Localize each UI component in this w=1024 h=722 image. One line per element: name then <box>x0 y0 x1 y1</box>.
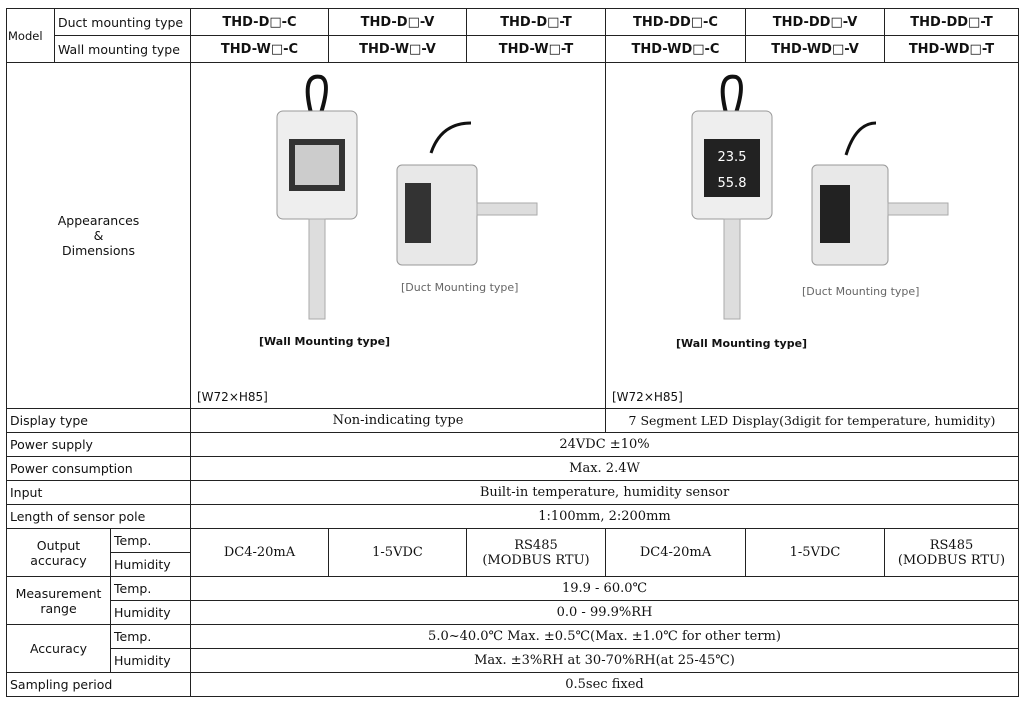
duct-mounting-label: Duct mounting type <box>54 8 191 36</box>
model-cell: THD-WD□-C <box>605 35 746 63</box>
sensor-pole-label: Length of sensor pole <box>6 504 191 529</box>
appearance-led-display: 23.5 55.8 [Duct Mounting type] [Wall Mou… <box>605 62 1019 409</box>
accuracy-label: Accuracy <box>6 624 111 673</box>
dimension-label: [W72×H85] <box>612 390 683 404</box>
model-cell: THD-WD□-V <box>745 35 885 63</box>
output-value: 1-5VDC <box>745 528 885 577</box>
appearance-label: Appearances&Dimensions <box>6 62 191 409</box>
measurement-temp-value: 19.9 - 60.0℃ <box>190 576 1019 601</box>
model-label: Model <box>6 8 55 63</box>
model-cell: THD-DD□-C <box>605 8 746 36</box>
accuracy-temp-value: 5.0~40.0℃ Max. ±0.5℃(Max. ±1.0℃ for othe… <box>190 624 1019 649</box>
svg-text:23.5: 23.5 <box>718 150 747 165</box>
accuracy-humidity-value: Max. ±3%RH at 30-70%RH(at 25-45℃) <box>190 648 1019 673</box>
model-cell: THD-D□-C <box>190 8 329 36</box>
output-value: 1-5VDC <box>328 528 467 577</box>
output-humidity-label: Humidity <box>110 552 191 577</box>
svg-text:55.8: 55.8 <box>718 176 747 191</box>
wall-caption: [Wall Mounting type] <box>676 337 808 350</box>
power-supply-value: 24VDC ±10% <box>190 432 1019 457</box>
input-label: Input <box>6 480 191 505</box>
sensor-product-image <box>276 74 538 320</box>
spec-table: Model Duct mounting type THD-D□-C THD-D□… <box>6 8 1019 697</box>
model-cell: THD-WD□-T <box>884 35 1019 63</box>
model-cell: THD-D□-T <box>466 8 606 36</box>
model-cell: THD-W□-V <box>328 35 467 63</box>
sampling-value: 0.5sec fixed <box>190 672 1019 697</box>
display-type-label: Display type <box>6 408 191 433</box>
dimension-label: [W72×H85] <box>197 390 268 404</box>
model-cell: THD-DD□-T <box>884 8 1019 36</box>
output-value: DC4-20mA <box>605 528 746 577</box>
power-consumption-label: Power consumption <box>6 456 191 481</box>
accuracy-temp-label: Temp. <box>110 624 191 649</box>
model-cell: THD-W□-T <box>466 35 606 63</box>
wall-caption: [Wall Mounting type] <box>259 335 391 348</box>
measurement-humidity-label: Humidity <box>110 600 191 625</box>
input-value: Built-in temperature, humidity sensor <box>190 480 1019 505</box>
display-type-right: 7 Segment LED Display(3digit for tempera… <box>605 408 1019 433</box>
model-cell: THD-W□-C <box>190 35 329 63</box>
output-value: DC4-20mA <box>190 528 329 577</box>
measurement-humidity-value: 0.0 - 99.9%RH <box>190 600 1019 625</box>
model-cell: THD-DD□-V <box>745 8 885 36</box>
power-supply-label: Power supply <box>6 432 191 457</box>
power-consumption-value: Max. 2.4W <box>190 456 1019 481</box>
sampling-label: Sampling period <box>6 672 191 697</box>
sensor-pole-value: 1:100mm, 2:200mm <box>190 504 1019 529</box>
output-value: RS485(MODBUS RTU) <box>466 528 606 577</box>
output-temp-label: Temp. <box>110 528 191 553</box>
duct-caption: [Duct Mounting type] <box>401 281 519 294</box>
measurement-temp-label: Temp. <box>110 576 191 601</box>
output-value: RS485(MODBUS RTU) <box>884 528 1019 577</box>
model-cell: THD-D□-V <box>328 8 467 36</box>
accuracy-humidity-label: Humidity <box>110 648 191 673</box>
wall-mounting-label: Wall mounting type <box>54 35 191 63</box>
duct-caption: [Duct Mounting type] <box>802 285 920 298</box>
appearance-non-indicating: [Duct Mounting type] [Wall Mounting type… <box>190 62 606 409</box>
display-type-left: Non-indicating type <box>190 408 606 433</box>
sensor-product-image: 23.5 55.8 <box>691 74 949 320</box>
